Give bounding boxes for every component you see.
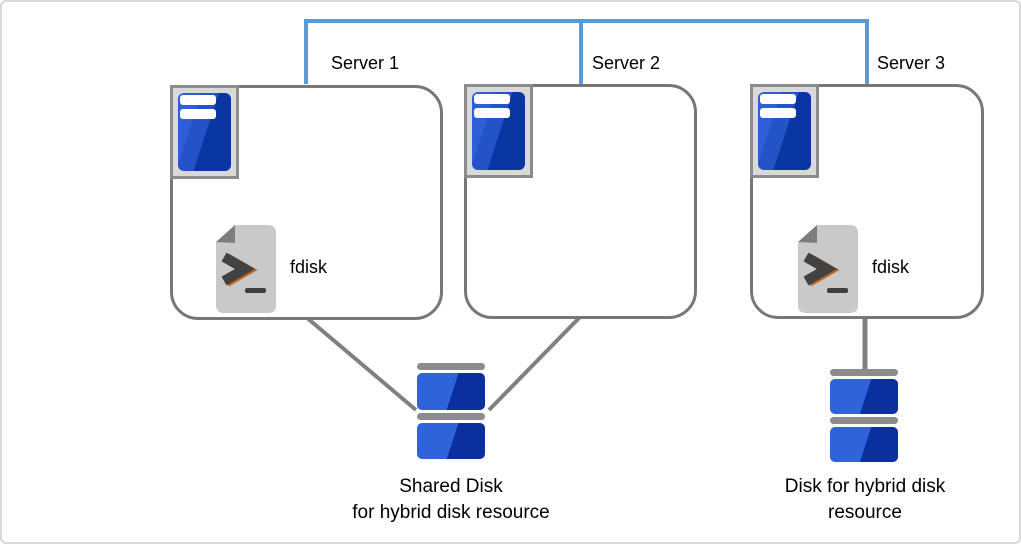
server-icon	[170, 85, 239, 179]
shared-disk-caption-line2: for hybrid disk resource	[352, 502, 550, 523]
server-drive-slot	[180, 95, 216, 105]
server-drive-slot	[760, 94, 796, 104]
disk-cap	[417, 363, 485, 370]
terminal-script-icon	[216, 225, 276, 313]
fdisk-item-server3: fdisk	[797, 224, 997, 314]
disk-platter	[830, 427, 898, 462]
server1-shared-disk-line	[304, 315, 418, 412]
disk-cap	[417, 412, 485, 420]
hybrid-disk-icon	[830, 369, 898, 462]
server-drive-slot	[760, 108, 796, 118]
hybrid-disk-caption: Disk for hybrid disk resource	[745, 474, 985, 526]
server-drive-slot	[474, 94, 510, 104]
server2-label: Server 2	[592, 53, 661, 73]
shared-disk-icon	[417, 363, 485, 459]
shared-disk-caption: Shared Disk for hybrid disk resource	[321, 474, 581, 526]
fdisk-item-server1: fdisk	[215, 224, 415, 314]
server3-label: Server 3	[877, 53, 946, 73]
fdisk-label: fdisk	[290, 257, 328, 277]
server-drive-slot	[180, 109, 216, 119]
disk-platter	[830, 379, 898, 414]
network-link-line	[304, 19, 869, 84]
server-tower	[178, 93, 231, 171]
server-drive-slot	[474, 108, 510, 118]
disk-cap	[830, 417, 898, 424]
terminal-script-icon	[798, 225, 858, 313]
shared-disk-caption-line1: Shared Disk	[399, 476, 503, 497]
server-icon	[464, 84, 533, 178]
server-tower	[758, 92, 811, 170]
server2-box	[464, 84, 697, 319]
server2-shared-disk-line	[487, 315, 582, 412]
disk-platter	[417, 373, 485, 410]
server-tower	[472, 92, 525, 170]
server-icon	[750, 84, 819, 178]
fdisk-label: fdisk	[872, 257, 910, 277]
hybrid-disk-caption-line2: resource	[828, 502, 902, 523]
disk-platter	[417, 422, 485, 459]
hybrid-disk-caption-line1: Disk for hybrid disk	[784, 476, 946, 497]
disk-cap	[830, 369, 898, 376]
server1-label: Server 1	[331, 53, 400, 73]
